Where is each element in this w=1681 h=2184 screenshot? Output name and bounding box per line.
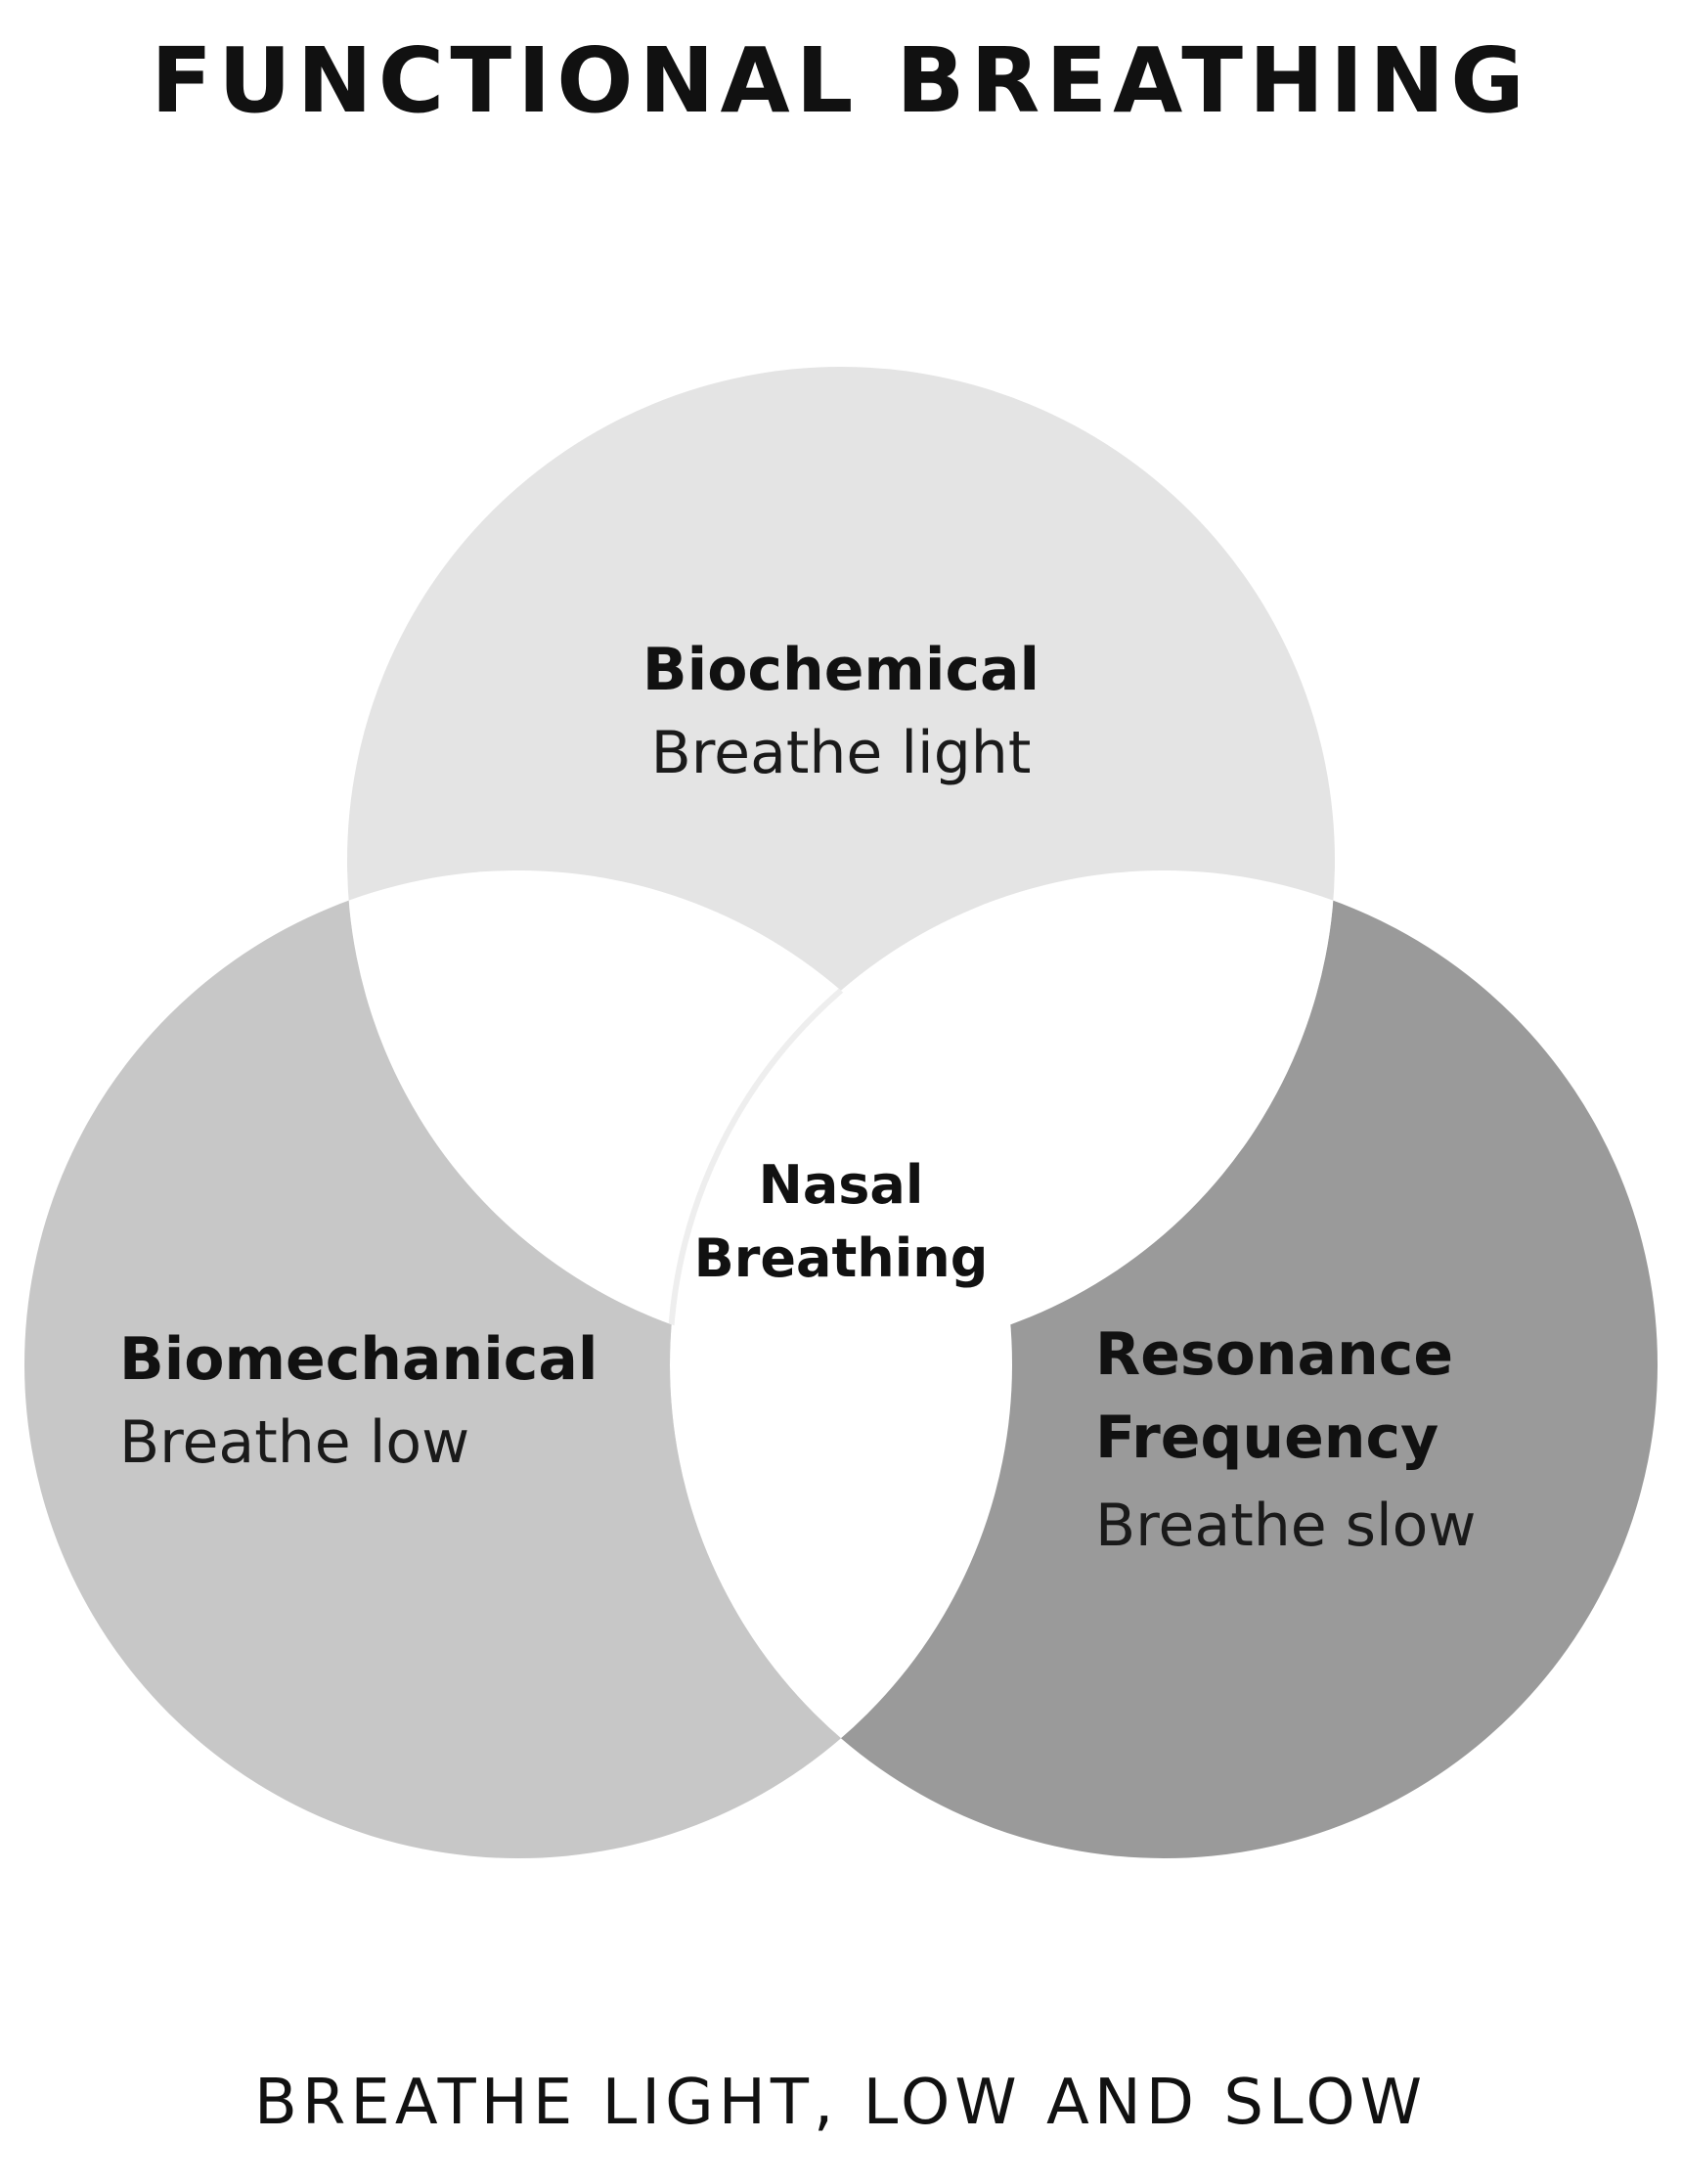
resonance-heading-line1: Resonance (1095, 1320, 1453, 1389)
resonance-heading-line2: Frequency (1095, 1404, 1438, 1472)
biomechanical-caption: Breathe low (119, 1408, 469, 1477)
biochemical-caption: Breathe light (651, 719, 1032, 787)
page-title: FUNCTIONAL BREATHING (151, 28, 1530, 133)
resonance-caption: Breathe slow (1095, 1492, 1476, 1560)
biochemical-heading: Biochemical (642, 636, 1040, 704)
biomechanical-heading: Biomechanical (119, 1325, 597, 1394)
page-subtitle: BREATHE LIGHT, LOW AND SLOW (254, 2067, 1427, 2139)
center-region (667, 870, 1012, 1355)
center-label-line2: Breathing (694, 1227, 989, 1289)
center-label-line1: Nasal (759, 1154, 924, 1216)
